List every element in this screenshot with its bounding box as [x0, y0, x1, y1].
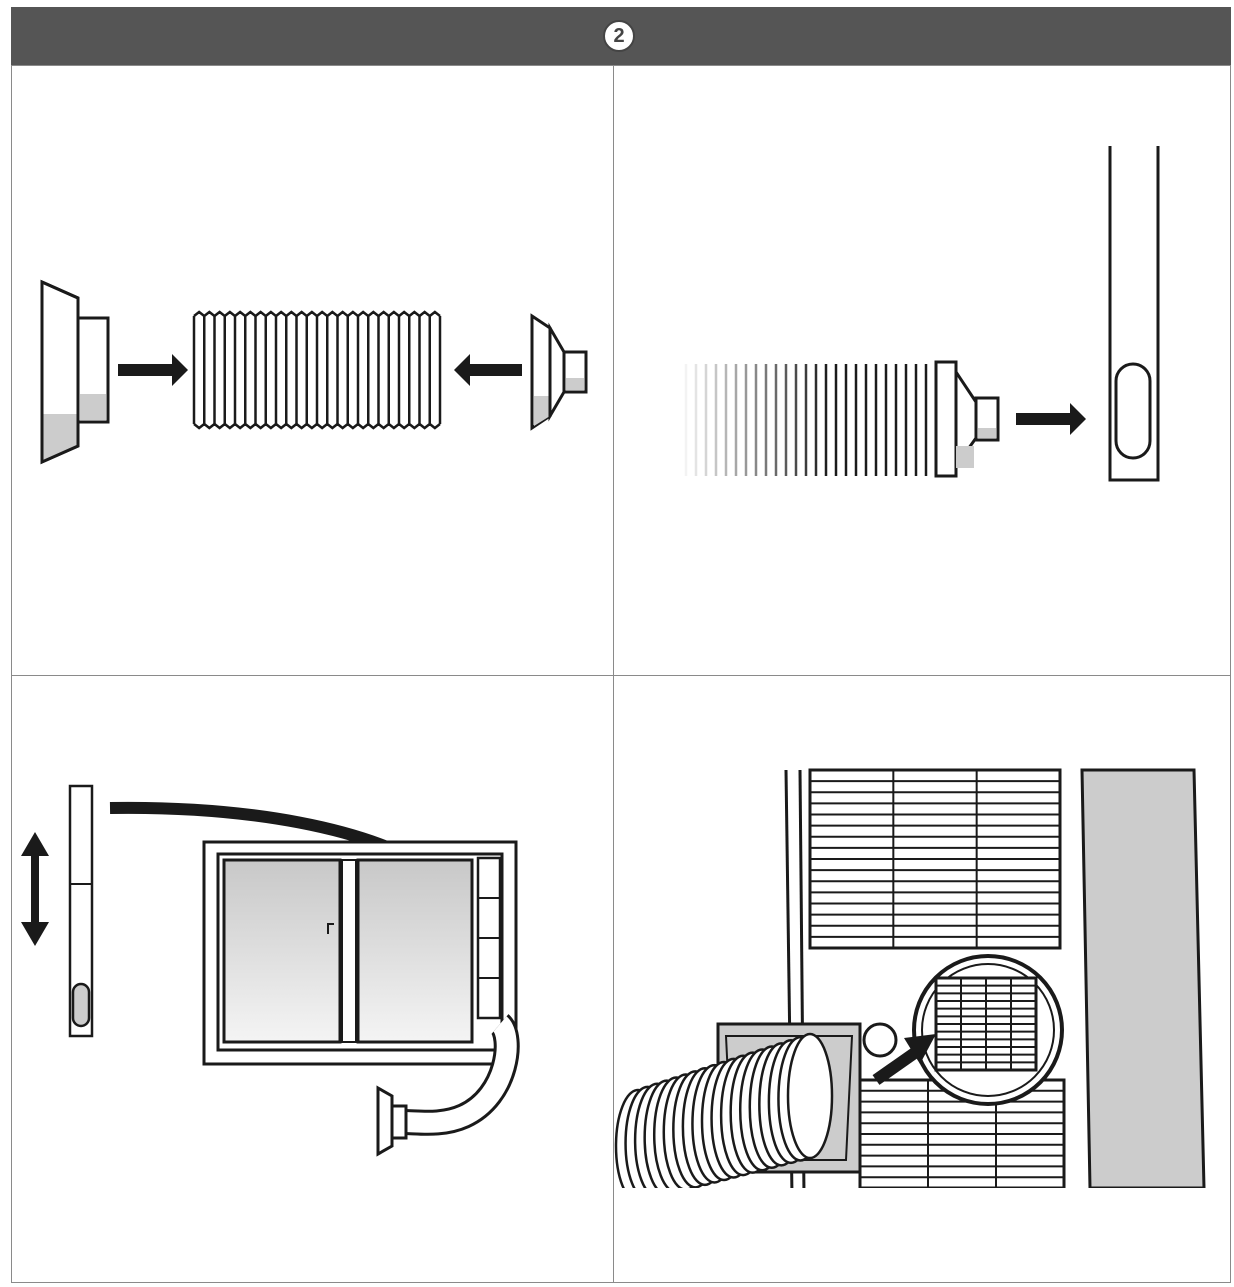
exhaust-hose-icon: [376, 1014, 520, 1157]
step-number-badge: 2: [603, 20, 635, 52]
arrow-left-icon: [454, 354, 522, 386]
window-icon: [202, 840, 518, 1066]
arrow-right-icon: [118, 354, 188, 386]
unit-connection-diagram: [614, 768, 1230, 1282]
exhaust-hose-icon: [684, 362, 938, 478]
knob-icon: [862, 1022, 898, 1058]
window-blinds-icon: [808, 768, 1062, 950]
exhaust-hose-icon: [192, 310, 442, 430]
wall-frame: [784, 768, 1206, 1197]
arrow-diagonal-icon: [872, 1034, 936, 1085]
window-blinds-icon: [858, 1078, 1066, 1190]
window-slider-icon: [68, 784, 94, 1038]
hose-adapter-diagram: [40, 279, 588, 465]
panel-insert-into-slider: [613, 65, 1231, 677]
zoom-circle-icon: [912, 954, 1064, 1106]
instruction-figure: 2: [11, 7, 1231, 1283]
window-install-diagram: [21, 784, 520, 1157]
hose-slider-diagram: [684, 146, 1160, 482]
arrow-right-icon: [1016, 403, 1086, 435]
panel-connect-unit: [613, 675, 1231, 1283]
step-header-bar: 2: [11, 7, 1231, 65]
panel-fit-slider-window: [11, 675, 615, 1283]
window-adapter-icon: [40, 279, 110, 465]
unit-adapter-icon: [530, 313, 588, 431]
exhaust-hose-icon: [614, 1032, 1230, 1282]
panel-attach-adapters: [11, 65, 615, 677]
unit-adapter-icon: [934, 360, 1000, 478]
double-arrow-icon: [21, 832, 49, 946]
window-slider-icon: [1108, 146, 1160, 482]
